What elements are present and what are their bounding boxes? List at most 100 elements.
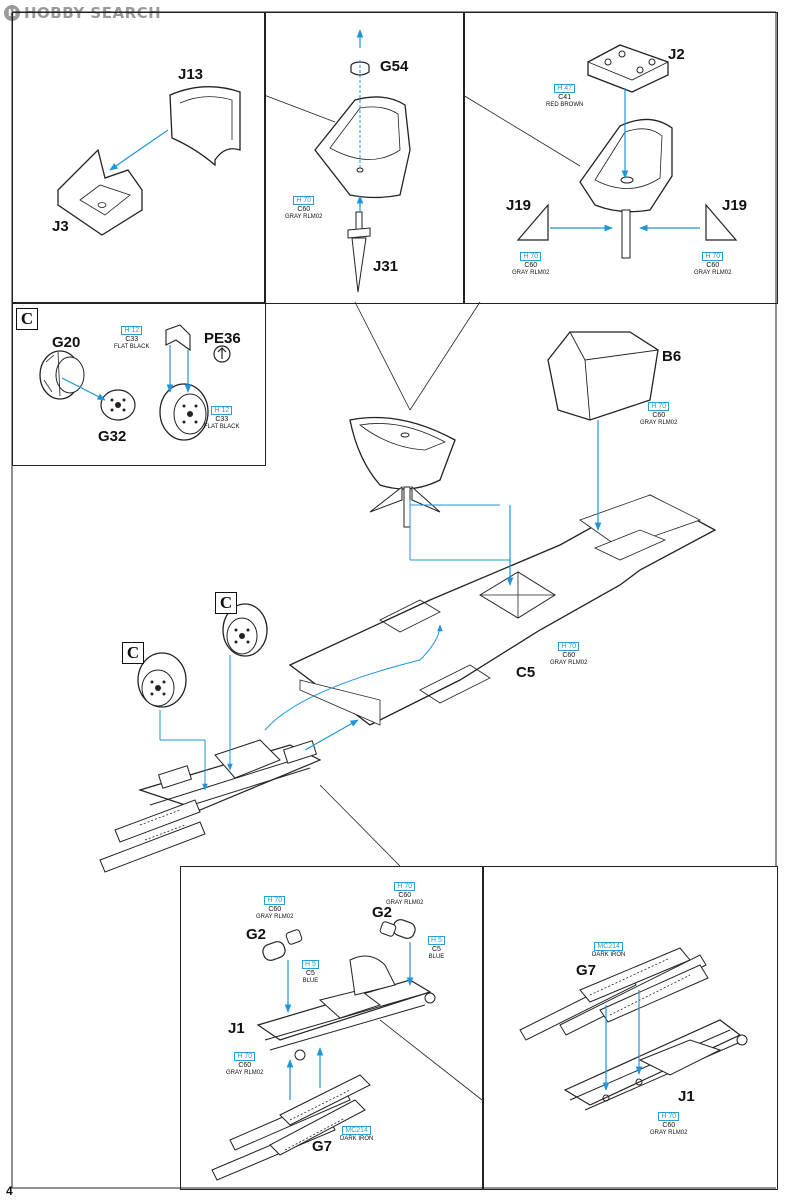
watermark-text: HOBBY SEARCH	[24, 4, 162, 22]
paint-name: GRAY RLM02	[694, 270, 732, 276]
gun-assembly-main	[99, 739, 322, 873]
paint-alt: C60	[398, 892, 412, 899]
paint-name: RED BROWN	[546, 102, 584, 108]
floor-c5	[288, 494, 717, 726]
frame-j1-right	[563, 1019, 748, 1111]
label-g32: G32	[98, 428, 127, 445]
section-marker-panel: C	[16, 308, 38, 330]
label-c5: C5	[516, 664, 536, 681]
callout-g2-left-blue: H 5 C5 BLUE	[302, 960, 319, 984]
paint-name: DARK IRON	[592, 952, 626, 958]
paint-code: H 47	[554, 84, 576, 93]
page-number: 4	[6, 1184, 13, 1198]
guns-g7-left	[211, 1074, 371, 1181]
callout-c5-gray: H 70 C60 GRAY RLM02	[550, 642, 587, 666]
paint-code: H 5	[428, 936, 445, 945]
paint-code: MC214	[342, 1126, 371, 1135]
bottle-g2-left	[262, 929, 303, 961]
paint-code: H 70	[234, 1052, 256, 1061]
seat-back-j13	[169, 86, 241, 167]
label-g2-left: G2	[246, 926, 267, 943]
label-pe36: PE36	[204, 330, 241, 347]
paint-code: H 70	[658, 1112, 680, 1121]
paint-code: H 70	[264, 896, 286, 905]
label-j3: J3	[52, 218, 69, 235]
paint-alt: C33	[125, 336, 139, 343]
paint-code: MC214	[594, 942, 623, 951]
paint-name: GRAY RLM02	[512, 270, 550, 276]
paint-code: H 70	[293, 196, 315, 205]
paint-name: BLUE	[302, 978, 319, 984]
paint-name: GRAY RLM02	[226, 1070, 264, 1076]
section-marker-lower: C	[122, 642, 144, 664]
paint-alt: C5	[431, 946, 441, 953]
label-j19-left: J19	[506, 197, 532, 214]
label-j1-right: J1	[678, 1088, 695, 1105]
guns-g7-right	[519, 947, 709, 1041]
armor-plate-b6	[547, 331, 659, 421]
frame-j1-left	[256, 955, 436, 1061]
paint-alt: C60	[706, 262, 720, 269]
paint-code: H 12	[121, 326, 143, 335]
callout-seat-gray: H 70 C60 GRAY RLM02	[285, 196, 322, 220]
paint-code: H 70	[648, 402, 670, 411]
label-g7-right: G7	[576, 962, 597, 979]
callout-j1-left-gray: H 70 C60 GRAY RLM02	[226, 1052, 263, 1076]
section-marker-upper: C	[215, 592, 237, 614]
label-j19-right: J19	[722, 197, 748, 214]
label-j13: J13	[178, 66, 204, 83]
paint-alt: C60	[268, 906, 282, 913]
label-j1-left: J1	[228, 1020, 245, 1037]
paint-alt: C60	[524, 262, 538, 269]
callout-g7-right-iron: MC214 DARK IRON	[592, 942, 625, 958]
paint-name: GRAY RLM02	[256, 914, 294, 920]
paint-alt: C41	[558, 94, 572, 101]
paint-code: H 70	[558, 642, 580, 651]
paint-code: H 5	[302, 960, 319, 969]
callout-j1-right-gray: H 70 C60 GRAY RLM02	[650, 1112, 687, 1136]
callout-j2-brown: H 47 C41 RED BROWN	[546, 84, 583, 108]
callout-g2-left-gray: H 70 C60 GRAY RLM02	[256, 896, 293, 920]
drum-main-upper	[222, 603, 268, 657]
paint-code: H 70	[702, 252, 724, 261]
callout-b6-gray: H 70 C60 GRAY RLM02	[640, 402, 677, 426]
paint-alt: C60	[562, 652, 576, 659]
paint-name: GRAY RLM02	[640, 420, 678, 426]
panel-gun-g2	[180, 866, 484, 1190]
seat-g54-assembly	[314, 61, 411, 293]
callout-pe-black: H 12 C33 FLAT BLACK	[114, 326, 149, 350]
seat-base-j3	[57, 148, 143, 236]
callout-g7-left-iron: MC214 DARK IRON	[340, 1126, 373, 1142]
callout-drum-black: H 12 C33 FLAT BLACK	[204, 406, 239, 430]
label-g54: G54	[380, 58, 409, 75]
paint-alt: C5	[305, 970, 315, 977]
callout-g2-right-blue: H 5 C5 BLUE	[428, 936, 445, 960]
paint-name: FLAT BLACK	[204, 424, 240, 430]
drum-main-lower	[137, 652, 187, 708]
paint-code: H 12	[211, 406, 233, 415]
paint-alt: C33	[215, 416, 229, 423]
panel-gun-g7	[482, 866, 778, 1190]
paint-name: GRAY RLM02	[386, 900, 424, 906]
paint-alt: C60	[297, 206, 311, 213]
callout-g2-right-gray: H 70 C60 GRAY RLM02	[386, 882, 423, 906]
paint-code: H 70	[520, 252, 542, 261]
label-j31: J31	[373, 258, 399, 275]
paint-name: FLAT BLACK	[114, 344, 150, 350]
callout-j19-left-gray: H 70 C60 GRAY RLM02	[512, 252, 549, 276]
seat-main	[349, 416, 456, 528]
label-g20: G20	[52, 334, 81, 351]
paint-alt: C60	[238, 1062, 252, 1069]
paint-alt: C60	[652, 412, 666, 419]
paint-alt: C60	[662, 1122, 676, 1129]
bottle-g2-right	[379, 919, 416, 939]
label-g2-right: G2	[372, 904, 393, 921]
callout-j19-right-gray: H 70 C60 GRAY RLM02	[694, 252, 731, 276]
seat-j2-assembly	[516, 44, 738, 259]
paint-name: GRAY RLM02	[650, 1130, 688, 1136]
label-j2: J2	[668, 46, 685, 63]
paint-name: GRAY RLM02	[285, 214, 323, 220]
label-b6: B6	[662, 348, 682, 365]
paint-code: H 70	[394, 882, 416, 891]
